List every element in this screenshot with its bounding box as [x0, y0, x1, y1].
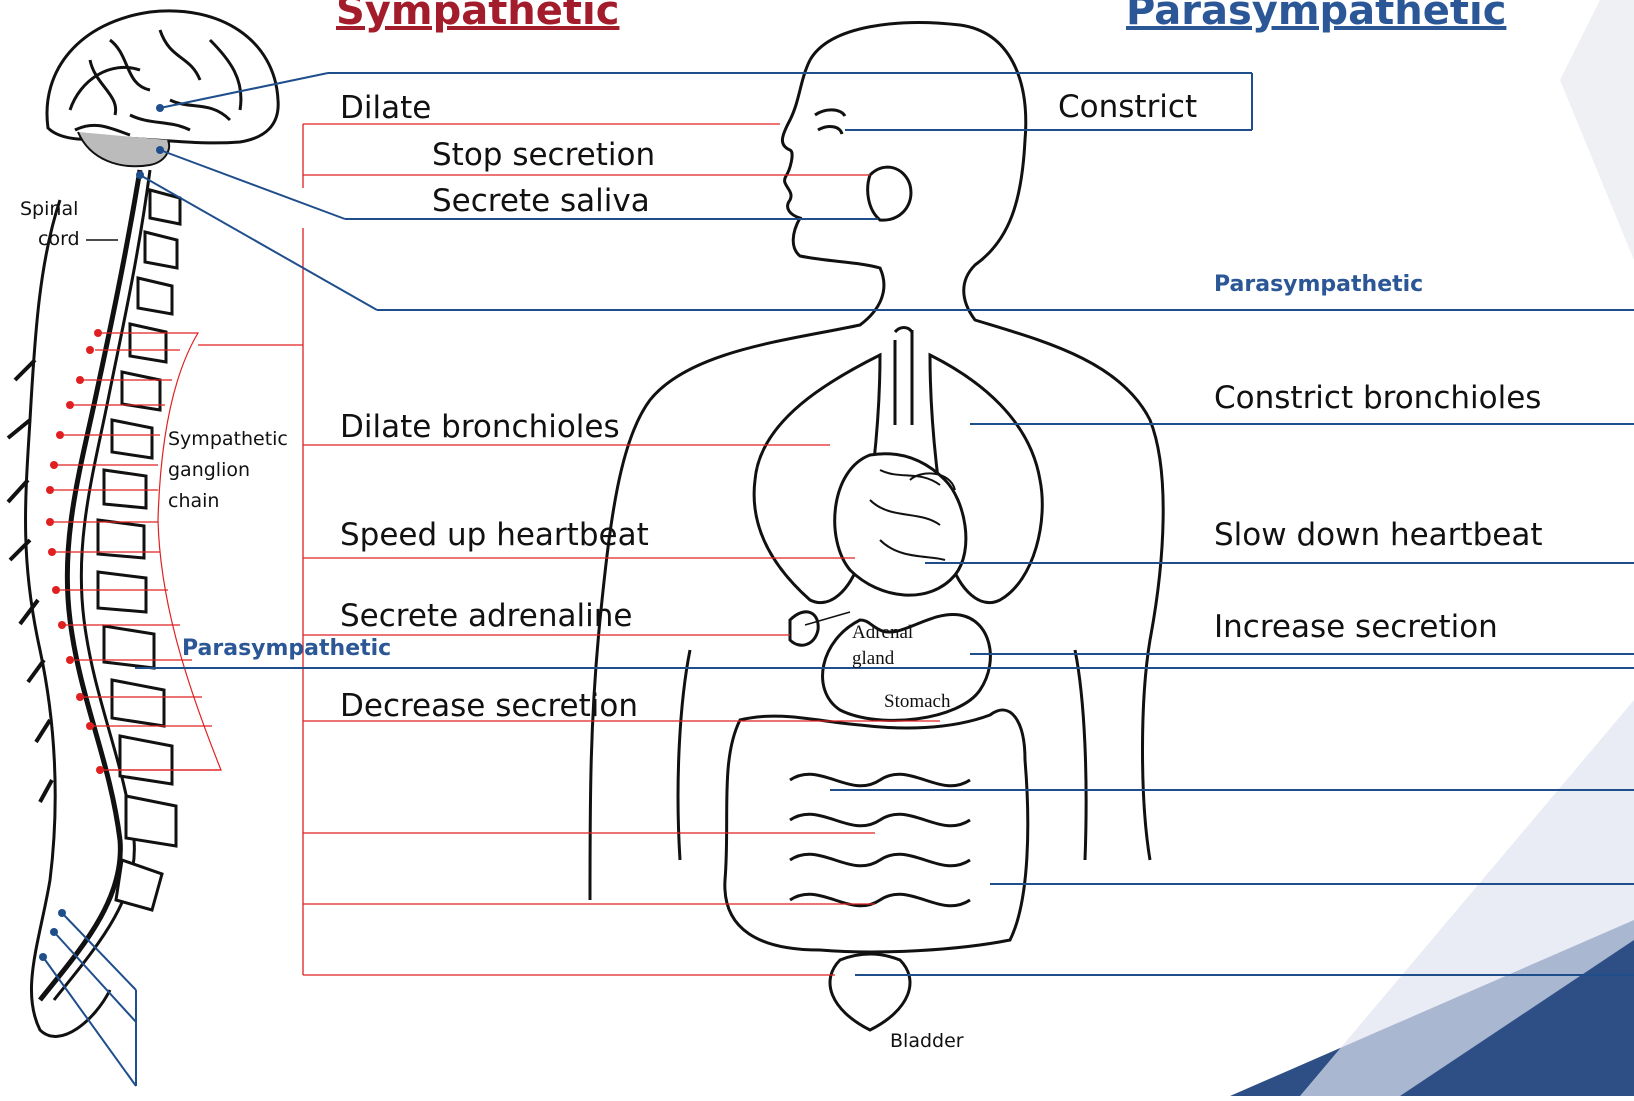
effect-secrete-saliva: Secrete saliva — [432, 183, 650, 219]
heart-illustration — [835, 454, 966, 595]
ganglion-chain-label-line3: chain — [168, 490, 219, 512]
effect-constrict-pupil: Constrict — [1058, 89, 1197, 125]
ganglion-chain-label-line2: ganglion — [168, 459, 250, 481]
spinal-column — [8, 170, 180, 1036]
effect-dilate-bronchioles: Dilate bronchioles — [340, 409, 620, 445]
effect-stop-secretion: Stop secretion — [432, 137, 655, 173]
spinal-cord-label-line1: Spinal — [20, 198, 78, 220]
effect-decrease-secretion: Decrease secretion — [340, 688, 638, 724]
effect-slow-down-heartbeat: Slow down heartbeat — [1214, 517, 1542, 553]
bladder-label: Bladder — [890, 1030, 964, 1052]
spinal-cord-label-line2: cord — [38, 228, 80, 250]
effect-speed-up-heartbeat: Speed up heartbeat — [340, 517, 649, 553]
brain-illustration — [47, 11, 278, 166]
effect-increase-secretion: Increase secretion — [1214, 609, 1498, 645]
effect-constrict-bronchioles: Constrict bronchioles — [1214, 380, 1541, 416]
parasympathetic-heading: Parasympathetic — [1126, 0, 1506, 34]
adrenal-gland-illustration — [790, 612, 818, 645]
effect-dilate-pupil: Dilate — [340, 90, 431, 126]
parasympathetic-cranial-tag: Parasympathetic — [1214, 272, 1423, 297]
parasympathetic-sacral-tag: Parasympathetic — [182, 636, 391, 661]
adrenal-gland-label-line1: Adrenal — [852, 622, 913, 644]
adrenal-gland-label-line2: gland — [852, 648, 894, 670]
sympathetic-heading: Sympathetic — [336, 0, 619, 34]
effect-secrete-adrenaline: Secrete adrenaline — [340, 598, 632, 634]
parasympathetic-lines — [43, 73, 1634, 1086]
stomach-label: Stomach — [884, 691, 951, 713]
ganglion-chain-label-line1: Sympathetic — [168, 428, 288, 450]
